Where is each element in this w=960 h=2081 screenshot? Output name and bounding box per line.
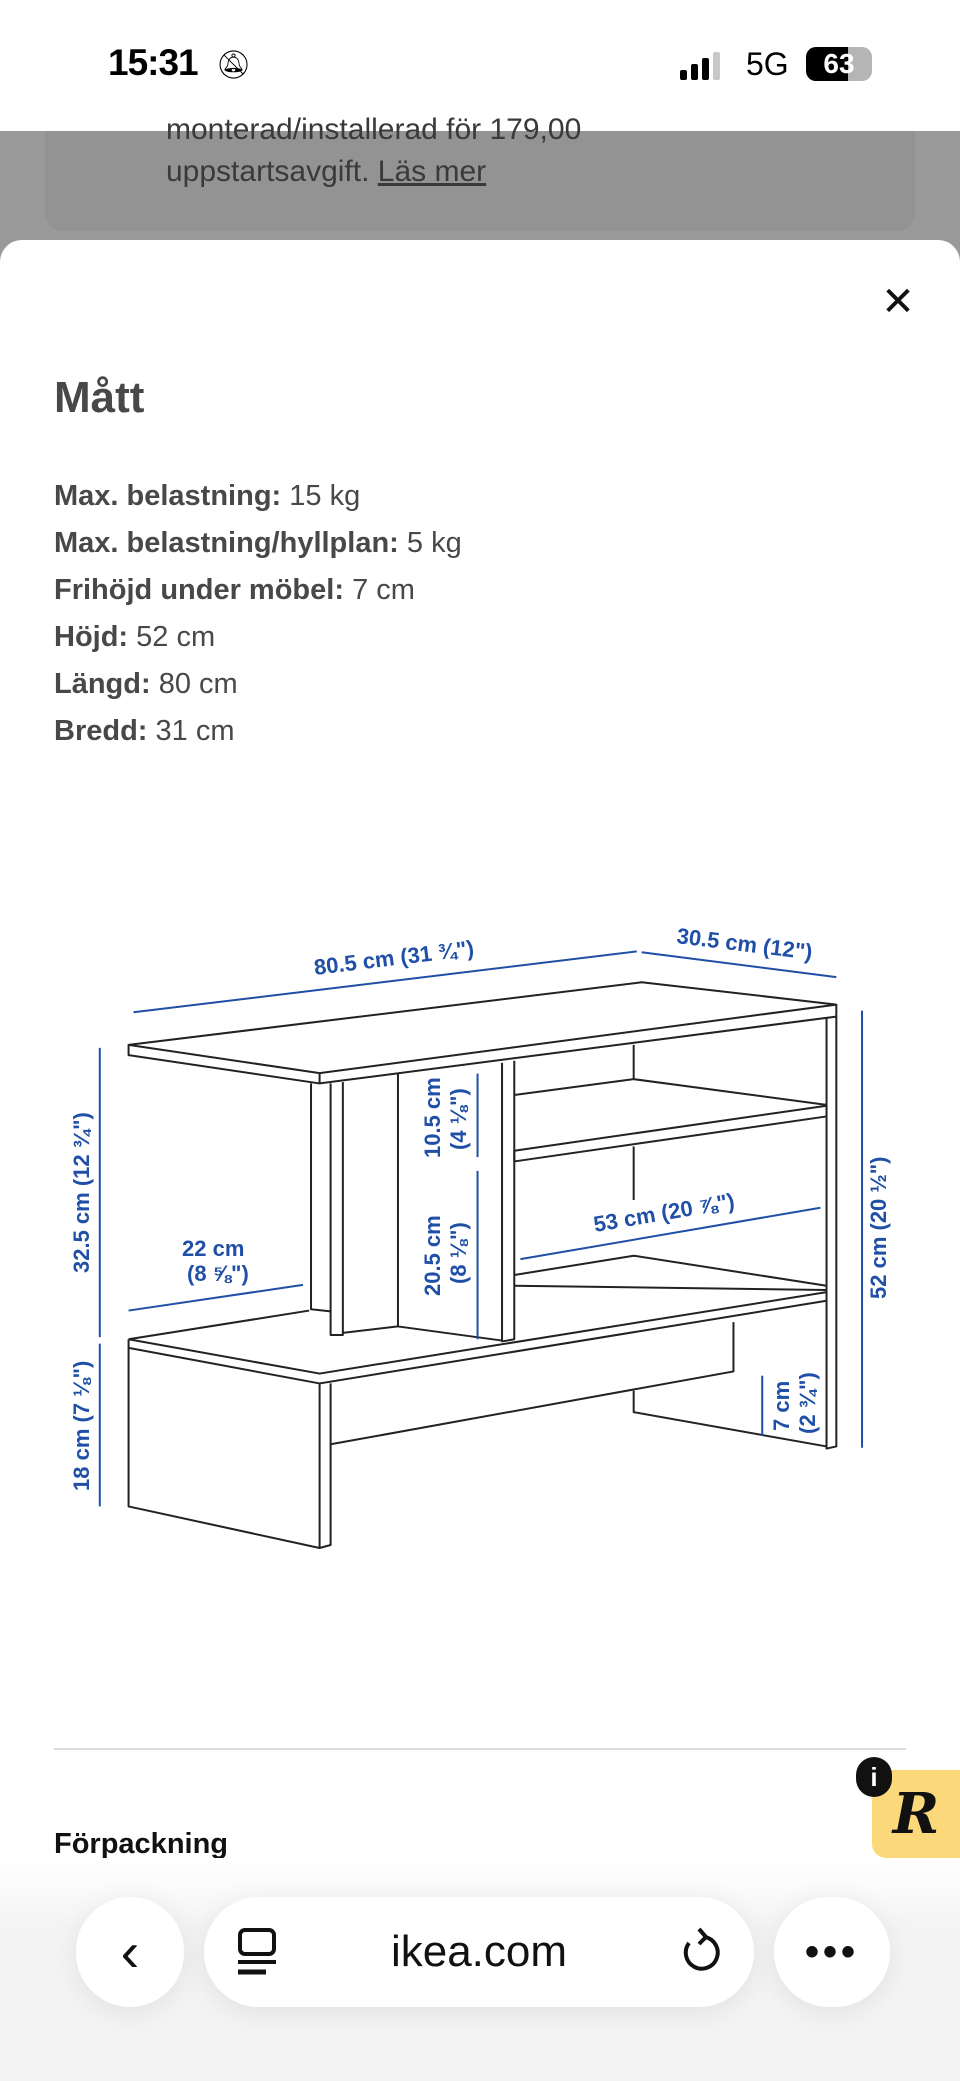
spec-label: Max. belastning:: [54, 480, 282, 512]
label-clearance-in: (2 ¾"): [795, 1372, 820, 1434]
label-mid-gap-cm: 20.5 cm: [420, 1215, 445, 1296]
label-top-gap-cm: 10.5 cm: [420, 1077, 445, 1158]
spec-row: Höjd: 52 cm: [54, 614, 462, 661]
spec-label: Höjd:: [54, 621, 129, 653]
network-type: 5G: [746, 46, 789, 82]
spec-row: Bredd: 31 cm: [54, 708, 462, 755]
spec-label: Max. belastning/hyllplan:: [54, 527, 399, 559]
spec-row: Längd: 80 cm: [54, 661, 462, 708]
dimension-labels: 80.5 cm (31 ¾") 30.5 cm (12") 52 cm (20 …: [69, 923, 891, 1491]
background-text: uppstartsavgift.: [166, 155, 370, 188]
info-icon[interactable]: i: [856, 1757, 892, 1797]
more-icon: •••: [804, 1930, 859, 1974]
label-clearance-cm: 7 cm: [769, 1381, 794, 1431]
background-text-cut: monterad/installerad för 179,00: [166, 113, 582, 146]
close-button[interactable]: ✕: [876, 280, 920, 324]
spec-value: 52 cm: [136, 621, 216, 653]
address-bar[interactable]: ikea.com: [204, 1897, 754, 2007]
status-bar: 15:31 🔕︎ 5G 63: [0, 0, 960, 131]
reload-icon[interactable]: [676, 1897, 726, 2007]
dimension-diagram: 80.5 cm (31 ¾") 30.5 cm (12") 52 cm (20 …: [69, 923, 891, 1560]
chevron-left-icon: ‹: [120, 1920, 140, 1983]
spec-row: Max. belastning/hyllplan: 5 kg: [54, 520, 462, 567]
status-time: 15:31: [108, 42, 199, 83]
diagram-drawing: [100, 951, 862, 1548]
spec-list: Max. belastning: 15 kg Max. belastning/h…: [54, 473, 462, 755]
dimensions-sheet: ✕ Mått Max. belastning: 15 kg Max. belas…: [0, 240, 960, 2081]
url-text[interactable]: ikea.com: [390, 1927, 568, 1976]
battery-level: 63: [823, 48, 855, 79]
label-shelf-width: 53 cm (20 ⅞"): [592, 1188, 737, 1237]
read-more-link[interactable]: Läs mer: [377, 155, 487, 188]
back-button[interactable]: ‹: [76, 1897, 184, 2007]
label-top-gap-in: (4 ⅛"): [446, 1088, 471, 1150]
reader-icon[interactable]: [232, 1897, 282, 2007]
label-left-width-in: (8 ⅝"): [187, 1261, 249, 1286]
background-info-panel: monterad/installerad för 179,00 uppstart…: [45, 113, 915, 231]
spec-label: Längd:: [54, 668, 151, 700]
close-icon: ✕: [881, 280, 915, 324]
spec-value: 7 cm: [352, 574, 415, 606]
battery-icon: 63: [806, 47, 872, 81]
spec-label: Bredd:: [54, 715, 148, 747]
signal-icon: [680, 52, 720, 80]
label-upper-height: 32.5 cm (12 ¾"): [69, 1112, 94, 1273]
spec-row: Max. belastning: 15 kg: [54, 473, 462, 520]
spec-value: 80 cm: [158, 668, 238, 700]
spec-value: 15 kg: [289, 480, 361, 512]
bell-slash-icon: 🔕︎: [216, 49, 252, 80]
page-title: Mått: [54, 373, 145, 422]
more-button[interactable]: •••: [774, 1897, 890, 2007]
spec-value: 5 kg: [406, 527, 462, 559]
spec-label: Frihöjd under möbel:: [54, 574, 344, 606]
label-height-total: 52 cm (20 ½"): [866, 1156, 891, 1299]
label-base-height: 18 cm (7 ⅛"): [69, 1361, 94, 1491]
section-packaging[interactable]: Förpackning: [54, 1828, 229, 1858]
label-left-width-cm: 22 cm: [182, 1236, 244, 1261]
spec-row: Frihöjd under möbel: 7 cm: [54, 567, 462, 614]
divider: [54, 1748, 906, 1750]
spec-value: 31 cm: [155, 715, 235, 747]
label-mid-gap-in: (8 ⅛"): [446, 1222, 471, 1284]
dimension-lines: [100, 951, 862, 1506]
